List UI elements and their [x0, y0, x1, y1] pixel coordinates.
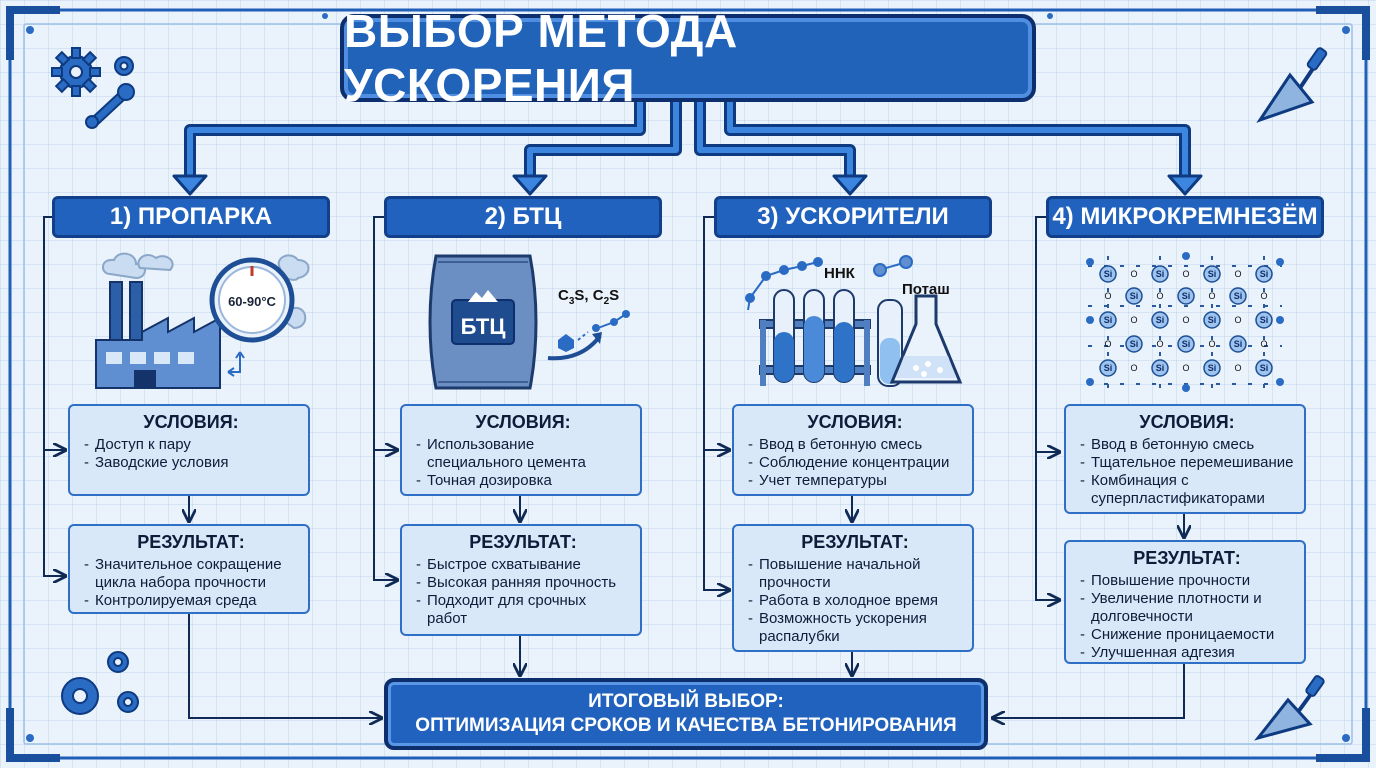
gears-wrench-icon [51, 47, 135, 129]
svg-text:Si: Si [1208, 269, 1217, 279]
list-item: Быстрое схватывание [416, 556, 630, 574]
list-item: Снижение проницаемости [1080, 626, 1294, 644]
list-item: Заводские условия [84, 454, 298, 472]
svg-text:Si: Si [1182, 291, 1191, 301]
svg-text:O: O [1156, 291, 1163, 301]
svg-text:Si: Si [1130, 291, 1139, 301]
list-item: Ввод в бетонную смесь [1080, 436, 1294, 454]
result-title: РЕЗУЛЬТАТ: [1133, 548, 1241, 568]
list-item: Доступ к пару [84, 436, 298, 454]
svg-text:ННК: ННК [824, 265, 856, 282]
svg-text:O: O [1260, 339, 1267, 349]
trowel-icon [1254, 675, 1325, 741]
conditions-card-accelerators: УСЛОВИЯ: Ввод в бетонную смесь Соблюдени… [732, 404, 974, 496]
list-item: Увеличение плотности и долговечности [1080, 590, 1294, 626]
factory-steam-icon: 60-90°C [95, 252, 310, 389]
final-choice-box: ИТОГОВЫЙ ВЫБОР: ОПТИМИЗАЦИЯ СРОКОВ И КАЧ… [384, 678, 988, 750]
conditions-title: УСЛОВИЯ: [807, 412, 903, 432]
conditions-title: УСЛОВИЯ: [143, 412, 239, 432]
svg-text:O: O [1104, 291, 1111, 301]
svg-text:O: O [1130, 315, 1137, 325]
cement-bag-icon: БТЦ C3S, C2S [428, 254, 630, 390]
result-card-btc: РЕЗУЛЬТАТ: Быстрое схватывание Высокая р… [400, 524, 642, 636]
result-card-microsilica: РЕЗУЛЬТАТ: Повышение прочности Увеличени… [1064, 540, 1306, 664]
svg-text:O: O [1104, 339, 1111, 349]
conditions-title: УСЛОВИЯ: [1139, 412, 1235, 432]
final-choice-text: ОПТИМИЗАЦИЯ СРОКОВ И КАЧЕСТВА БЕТОНИРОВА… [415, 715, 957, 736]
result-title: РЕЗУЛЬТАТ: [801, 532, 909, 552]
list-item: Ввод в бетонную смесь [748, 436, 962, 454]
svg-text:Si: Si [1208, 363, 1217, 373]
list-item: Точная дозировка [416, 472, 630, 490]
svg-text:O: O [1208, 339, 1215, 349]
test-tubes-icon: ННК Поташ [745, 255, 963, 387]
list-item: Работа в холодное время [748, 592, 962, 610]
list-item: Комбинация с суперпластификаторами [1080, 472, 1294, 508]
svg-text:O: O [1234, 363, 1241, 373]
svg-text:O: O [1182, 269, 1189, 279]
result-card-accelerators: РЕЗУЛЬТАТ: Повышение начальной прочности… [732, 524, 974, 652]
svg-text:Поташ: Поташ [902, 281, 950, 298]
list-item: Возможность ускорения распалубки [748, 610, 962, 646]
silica-lattice-icon: Si Si Si Si Si Si Si Si Si Si Si Si Si S… [1086, 252, 1284, 392]
svg-text:Si: Si [1234, 339, 1243, 349]
svg-text:Si: Si [1260, 269, 1269, 279]
list-item: Подходит для срочных работ [416, 592, 630, 628]
result-title: РЕЗУЛЬТАТ: [469, 532, 577, 552]
conditions-title: УСЛОВИЯ: [475, 412, 571, 432]
trowel-icon [1256, 47, 1328, 123]
svg-text:O: O [1208, 291, 1215, 301]
svg-text:O: O [1260, 291, 1267, 301]
svg-text:O: O [1234, 315, 1241, 325]
svg-text:Si: Si [1260, 363, 1269, 373]
svg-text:O: O [1182, 363, 1189, 373]
column-header-steaming: 1) ПРОПАРКА [52, 196, 330, 238]
svg-text:Si: Si [1104, 315, 1113, 325]
page-title: ВЫБОР МЕТОДА УСКОРЕНИЯ [340, 5, 1036, 111]
svg-text:O: O [1156, 339, 1163, 349]
svg-text:Si: Si [1234, 291, 1243, 301]
svg-text:БТЦ: БТЦ [461, 314, 506, 339]
list-item: Тщательное перемешивание [1080, 454, 1294, 472]
svg-text:Si: Si [1156, 269, 1165, 279]
svg-text:Si: Si [1182, 339, 1191, 349]
list-item: Использование специального цемента [416, 436, 630, 472]
page-title-text: ВЫБОР МЕТОДА УСКОРЕНИЯ [344, 5, 738, 111]
svg-text:O: O [1130, 363, 1137, 373]
list-item: Учет температуры [748, 472, 962, 490]
list-item: Значительное сокращение цикла набора про… [84, 556, 298, 592]
final-choice-label: ИТОГОВЫЙ ВЫБОР: [588, 691, 784, 712]
svg-text:O: O [1182, 315, 1189, 325]
conditions-card-steaming: УСЛОВИЯ: Доступ к пару Заводские условия [68, 404, 310, 496]
gears-icon [61, 651, 139, 715]
svg-text:Si: Si [1104, 269, 1113, 279]
svg-text:O: O [1234, 269, 1241, 279]
list-item: Улучшенная адгезия [1080, 644, 1294, 662]
svg-text:O: O [1130, 269, 1137, 279]
svg-text:Si: Si [1156, 315, 1165, 325]
list-item: Высокая ранняя прочность [416, 574, 630, 592]
column-header-accelerators: 3) УСКОРИТЕЛИ [714, 196, 992, 238]
svg-text:Si: Si [1130, 339, 1139, 349]
svg-text:60-90°C: 60-90°C [228, 294, 276, 309]
result-card-steaming: РЕЗУЛЬТАТ: Значительное сокращение цикла… [68, 524, 310, 614]
svg-text:Si: Si [1208, 315, 1217, 325]
list-item: Повышение начальной прочности [748, 556, 962, 592]
svg-text:Si: Si [1104, 363, 1113, 373]
result-title: РЕЗУЛЬТАТ: [137, 532, 245, 552]
conditions-card-btc: УСЛОВИЯ: Использование специального цеме… [400, 404, 642, 496]
list-item: Контролируемая среда [84, 592, 298, 610]
conditions-card-microsilica: УСЛОВИЯ: Ввод в бетонную смесь Тщательно… [1064, 404, 1306, 514]
column-header-btc: 2) БТЦ [384, 196, 662, 238]
svg-text:C3S, C2S: C3S, C2S [558, 287, 619, 307]
list-item: Повышение прочности [1080, 572, 1294, 590]
svg-text:Si: Si [1260, 315, 1269, 325]
list-item: Соблюдение концентрации [748, 454, 962, 472]
column-header-microsilica: 4) МИКРОКРЕМНЕЗЁМ [1046, 196, 1324, 238]
svg-text:Si: Si [1156, 363, 1165, 373]
